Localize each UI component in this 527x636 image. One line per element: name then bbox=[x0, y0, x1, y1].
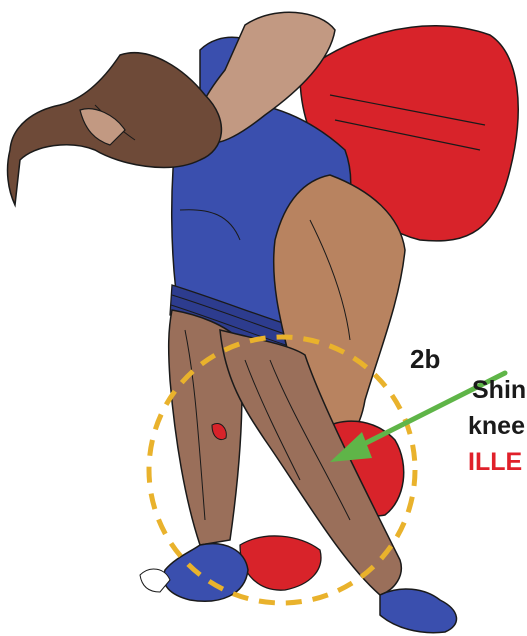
caption-illegal: ILLE bbox=[468, 450, 522, 475]
caption-line-2: knee bbox=[468, 414, 525, 439]
step-label: 2b bbox=[410, 346, 440, 372]
blue-shoe-right bbox=[380, 589, 456, 633]
caption-line-1: Shin bbox=[472, 378, 526, 403]
